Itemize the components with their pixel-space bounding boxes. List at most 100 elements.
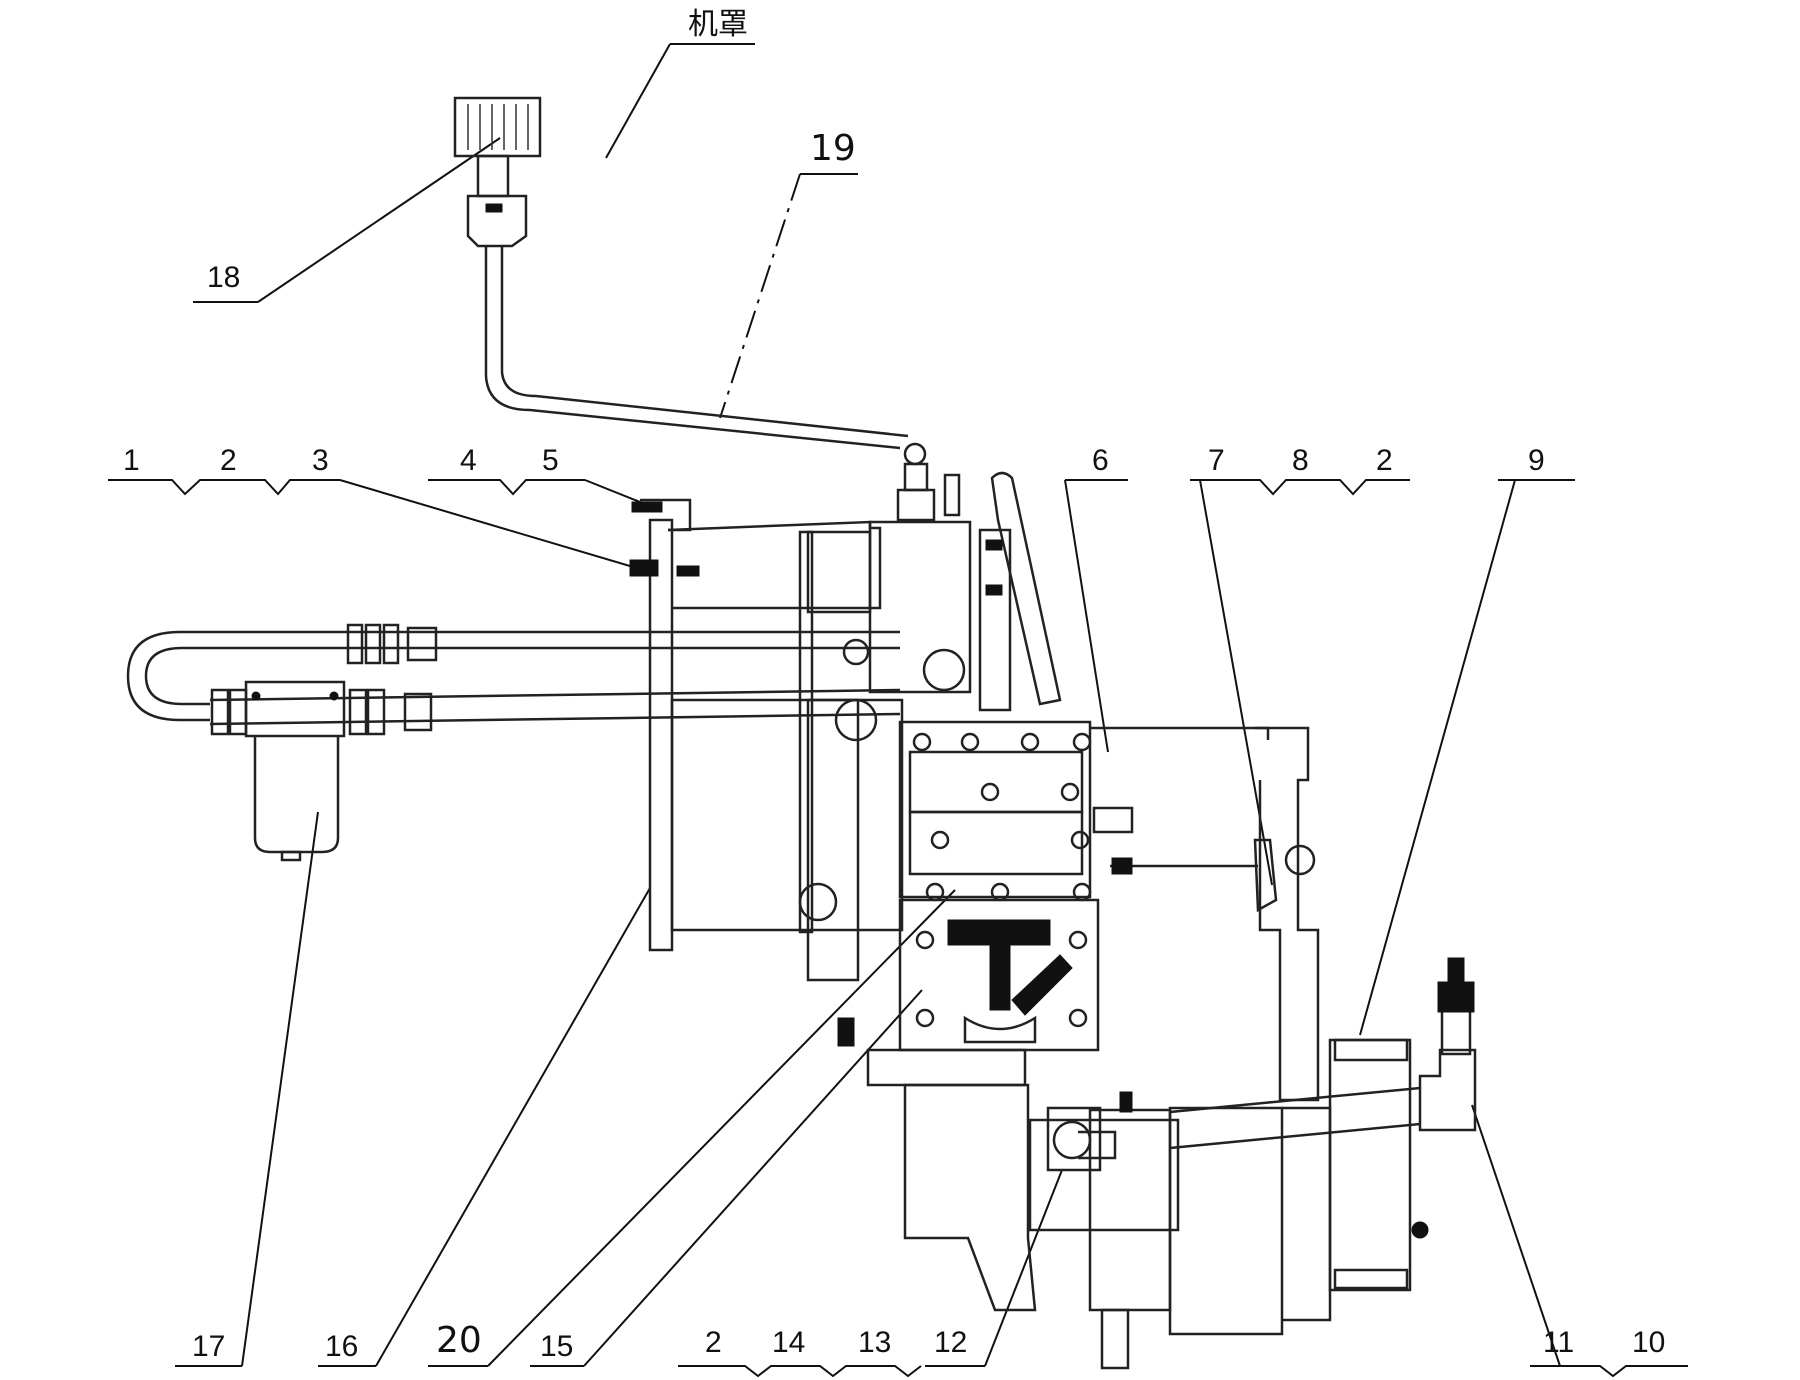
- valve-block-lower: [908, 810, 1084, 876]
- pump-flange: [1046, 1106, 1102, 1172]
- center-bolt-1: [915, 930, 935, 950]
- center-lower-nut: [837, 1017, 855, 1047]
- callout-labels: 机罩 19 18 1 2 3 4 5 6 7 8 2 9 17 16 20 15…: [123, 8, 1665, 1363]
- coupling-b4: [366, 688, 386, 736]
- callout-20: 20: [436, 1320, 482, 1361]
- leader-2-14-13-underline: [678, 1365, 922, 1378]
- pivot-eye-2: [834, 698, 878, 742]
- pipe-lower-inner: [209, 712, 901, 726]
- leader-16: [375, 887, 651, 1367]
- side-stack-nut1: [985, 539, 1003, 551]
- vertical-rod: [629, 498, 700, 952]
- callout-17: 17: [192, 1330, 225, 1363]
- leader-11-10-underline: [1530, 1365, 1688, 1378]
- coupling-b2: [228, 688, 248, 736]
- right-pipe-upper: [1169, 1086, 1421, 1114]
- lower-cylinder: [1088, 1108, 1172, 1312]
- right-valve-tip: [1447, 957, 1465, 983]
- leader-12: [984, 1169, 1063, 1367]
- valve-bolt-8: [1070, 830, 1090, 850]
- leader-3: [339, 479, 651, 573]
- callout-1: 1: [123, 444, 140, 477]
- breather-elbow: [466, 194, 528, 248]
- callout-6: 6: [1092, 444, 1109, 477]
- coupling-a3: [382, 623, 400, 665]
- right-clamp-box: [1328, 1038, 1412, 1292]
- valve-bolt-7: [930, 830, 950, 850]
- callout-4: 4: [460, 444, 477, 477]
- leader-7-8-2-underline: [1190, 479, 1410, 496]
- side-stack: [978, 528, 1012, 712]
- filter-head: [244, 680, 346, 738]
- upper-block-left: [798, 530, 814, 934]
- leader-17: [241, 811, 319, 1367]
- lever-pin: [1284, 844, 1316, 876]
- coupling-a2: [364, 623, 382, 665]
- breather-hose-inner: [500, 246, 909, 438]
- side-stack-nut2: [985, 584, 1003, 596]
- center-bolt-3: [915, 1008, 935, 1028]
- coupling-b5: [403, 692, 433, 732]
- hood-label: 机罩: [688, 8, 748, 41]
- coupling-a4: [406, 626, 438, 662]
- pipe-loop-filter: [126, 623, 901, 862]
- valve-bolt-5: [980, 782, 1000, 802]
- pivot-eye-3: [842, 638, 870, 666]
- leader-1-2-3-underline: [108, 479, 340, 496]
- pipe-loop-inner: [144, 646, 900, 706]
- leader-19: [719, 173, 801, 419]
- valve-port-right: [1092, 806, 1134, 834]
- hose-end-fitting: [903, 442, 927, 466]
- callout-3: 3: [312, 444, 329, 477]
- filter-drain: [280, 850, 302, 862]
- leader-18: [257, 137, 501, 303]
- motor-body: [1168, 1106, 1284, 1336]
- right-pipe-lower: [1169, 1122, 1421, 1150]
- callout-13: 13: [858, 1326, 891, 1359]
- callout-14: 14: [772, 1326, 805, 1359]
- hose-end-base: [896, 488, 936, 522]
- filter-bolt-right: [329, 691, 339, 701]
- leader-20: [487, 889, 956, 1367]
- upper-post: [943, 473, 961, 517]
- right-clamp-bottom: [1333, 1268, 1409, 1290]
- right-valve-cap: [1437, 981, 1475, 1013]
- valve-bolt-3: [1020, 732, 1040, 752]
- center-lower: [866, 1048, 1027, 1087]
- leader-4-5-underline: [428, 479, 585, 496]
- pipe-lower-outer: [209, 688, 901, 702]
- lever-bracket: [1253, 838, 1278, 913]
- upper-block: [868, 520, 972, 694]
- pump-body: [1028, 1118, 1180, 1232]
- main-housing: [667, 471, 1477, 1370]
- valve-bolt-2: [960, 732, 980, 752]
- callout-12: 12: [934, 1326, 967, 1359]
- center-bolt-2: [1068, 930, 1088, 950]
- right-elbow: [1418, 1048, 1477, 1132]
- leader-hood: [605, 43, 671, 159]
- lower-cylinder-rod: [1100, 1308, 1130, 1370]
- coupling-a1: [346, 623, 364, 665]
- rod-body: [648, 518, 674, 952]
- callout-10: 10: [1632, 1326, 1665, 1359]
- callout-16: 16: [325, 1330, 358, 1363]
- motor-right: [1282, 1106, 1332, 1322]
- top-bracket-bolt: [631, 501, 663, 513]
- leader-15: [583, 989, 923, 1367]
- center-valve-wedge: [1011, 954, 1073, 1016]
- lever-arm: [1255, 726, 1320, 1102]
- center-bolt-4: [1068, 1008, 1088, 1028]
- lower-link: [806, 698, 860, 982]
- valve-bolt-6: [1060, 782, 1080, 802]
- hose-end-nut: [903, 462, 929, 492]
- upper-arm: [990, 471, 1062, 706]
- lower-body: [670, 698, 904, 932]
- lower-pivot: [798, 882, 838, 922]
- leader-6: [1064, 479, 1109, 753]
- callout-9: 9: [1528, 444, 1545, 477]
- coupling-b3: [348, 688, 368, 736]
- callout-7: 7: [1208, 444, 1225, 477]
- callout-5: 5: [542, 444, 559, 477]
- leader-11: [1471, 1104, 1561, 1367]
